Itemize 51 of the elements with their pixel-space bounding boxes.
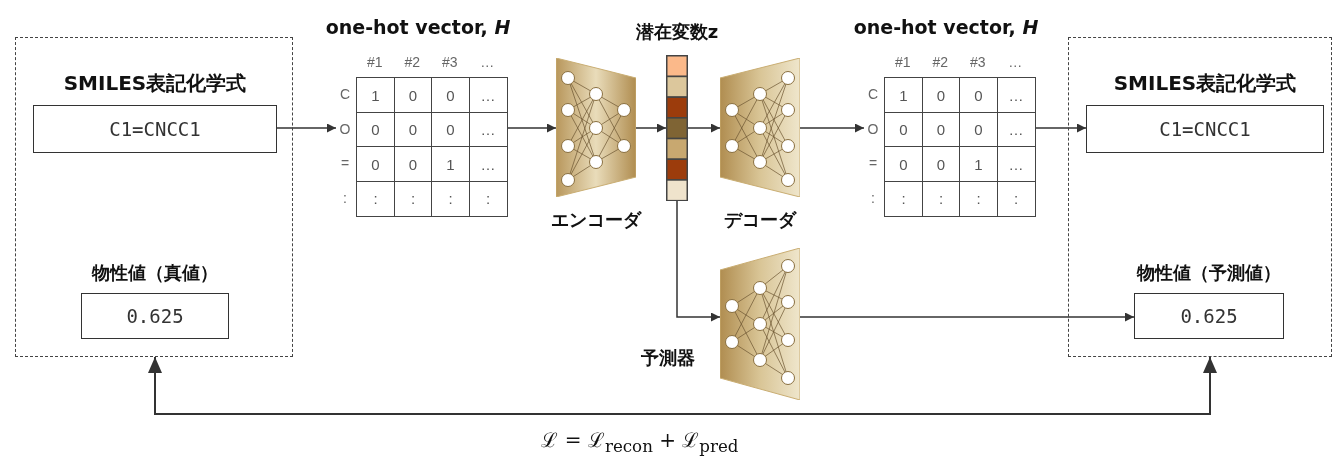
column-header: … (479, 53, 496, 72)
column-header: #1 (365, 53, 384, 72)
row-label: C (866, 85, 880, 105)
network-label: デコーダ (723, 208, 798, 232)
network-label: エンコーダ (550, 208, 643, 232)
latent-vector-title: 潜在変数z (634, 20, 720, 44)
row-label: : (342, 188, 348, 208)
arrow (687, 123, 721, 133)
matrix-cell: … (996, 146, 1036, 182)
matrix-cell: 0 (431, 77, 470, 113)
row-label: : (870, 188, 876, 208)
column-header: #3 (968, 53, 987, 72)
network-label: 予測器 (640, 346, 696, 370)
value-field: C1=CNCC1 (1086, 105, 1324, 153)
matrix-cell: … (468, 77, 508, 113)
matrix-cell: … (468, 146, 508, 182)
arrow (676, 200, 721, 322)
section-heading: 物性値（予測値） (1135, 261, 1282, 285)
column-header: #1 (893, 53, 912, 72)
column-header: … (1007, 53, 1024, 72)
column-header: #2 (403, 53, 422, 72)
matrix-cell: 0 (959, 77, 998, 113)
section-heading: SMILES表記化学式 (1112, 70, 1298, 97)
section-heading: SMILES表記化学式 (62, 70, 248, 97)
matrix-cell: 1 (431, 146, 470, 182)
dashed-panel (1068, 37, 1332, 357)
arrow (635, 123, 667, 133)
column-header: #3 (440, 53, 459, 72)
matrix-cell: 1 (959, 146, 998, 182)
arrow (799, 312, 1135, 322)
matrix-cell: … (996, 77, 1036, 113)
row-label: = (339, 154, 351, 174)
arrow (799, 123, 865, 133)
matrix-title: one-hot vector, H (852, 15, 1040, 40)
arrow (276, 123, 337, 133)
matrix-cell: 1 (356, 77, 395, 113)
arrow (148, 356, 1217, 415)
section-heading: 物性値（真値） (90, 261, 219, 285)
matrix-cell: 0 (356, 146, 395, 182)
dashed-panel (15, 37, 293, 357)
value-field: 0.625 (1134, 293, 1284, 339)
value-field: 0.625 (81, 293, 229, 339)
value-field: C1=CNCC1 (33, 105, 277, 153)
row-label: O (866, 119, 880, 139)
column-header: #2 (931, 53, 950, 72)
matrix-cell: 0 (884, 146, 923, 182)
matrix-cell: 1 (884, 77, 923, 113)
row-label: = (867, 154, 879, 174)
row-label: C (338, 85, 352, 105)
matrix-title: one-hot vector, H (324, 15, 512, 40)
row-label: O (338, 119, 352, 139)
